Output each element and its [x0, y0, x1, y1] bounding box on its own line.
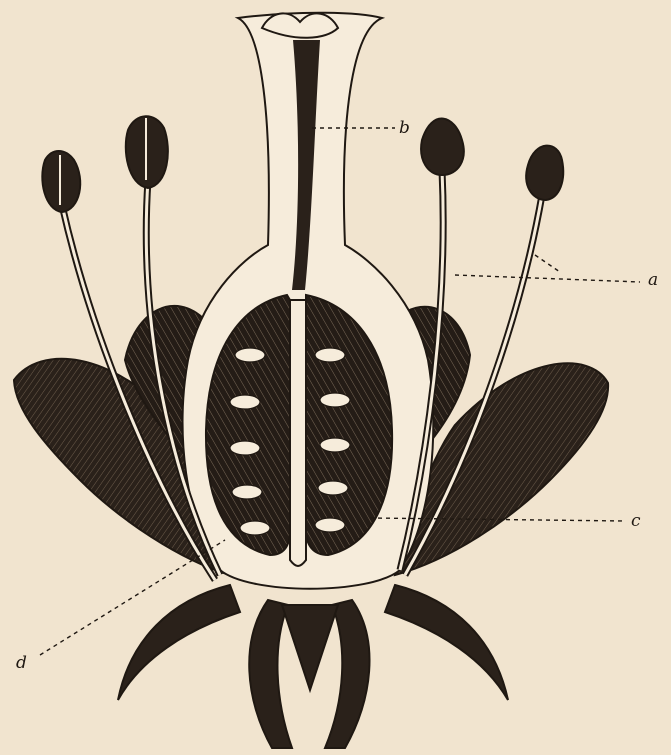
ovule: [235, 348, 265, 362]
label-d: d: [16, 653, 27, 673]
label-b: b: [399, 118, 410, 138]
ovule: [230, 395, 260, 409]
anther-1: [42, 151, 80, 212]
ovule: [320, 393, 350, 407]
label-a: a: [648, 270, 658, 290]
ovule: [315, 348, 345, 362]
ovule: [232, 485, 262, 499]
ovule: [230, 441, 260, 455]
ovule: [320, 438, 350, 452]
ovule: [240, 521, 270, 535]
ovule: [315, 518, 345, 532]
ovule: [318, 481, 348, 495]
placenta-septum: [290, 300, 306, 566]
label-c: c: [631, 511, 641, 531]
